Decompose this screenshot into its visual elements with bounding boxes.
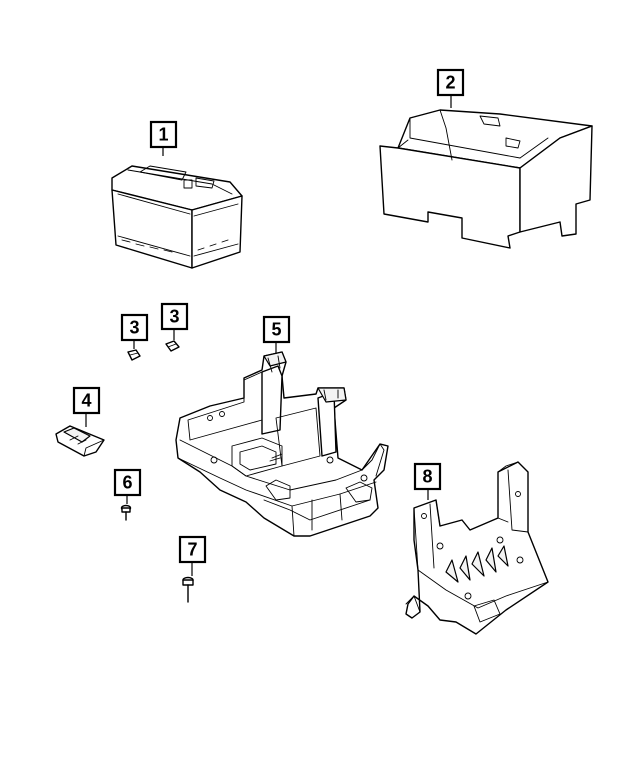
- callout-4-label: 4: [81, 391, 91, 411]
- callout-2-label: 2: [445, 73, 455, 93]
- part-battery-tray: [175, 351, 389, 537]
- part-hold-down-clamp: [55, 425, 105, 457]
- part-battery: [111, 165, 243, 269]
- callout-2: 2: [436, 68, 465, 108]
- callout-6: 6: [113, 468, 142, 504]
- callout-4: 4: [72, 386, 101, 427]
- part-clip-b: [165, 340, 180, 352]
- part-bolt-long: [182, 576, 194, 603]
- callout-3b: 3: [160, 302, 189, 340]
- callout-6-label: 6: [122, 473, 132, 493]
- callout-1-label: 1: [158, 125, 168, 145]
- part-bolt-short: [120, 504, 132, 521]
- callout-3a-label: 3: [129, 318, 139, 338]
- part-battery-insulator-cover: [379, 109, 593, 249]
- callout-5-label: 5: [271, 320, 281, 340]
- part-battery-support-bracket: [405, 461, 549, 635]
- callout-7: 7: [178, 535, 207, 576]
- callout-5: 5: [262, 315, 291, 354]
- callout-8-label: 8: [422, 467, 432, 487]
- callout-3a: 3: [120, 313, 149, 349]
- part-clip-a: [127, 349, 141, 361]
- callout-3b-label: 3: [169, 307, 179, 327]
- callout-7-label: 7: [187, 540, 197, 560]
- callout-8: 8: [413, 462, 442, 500]
- callout-1: 1: [149, 120, 178, 156]
